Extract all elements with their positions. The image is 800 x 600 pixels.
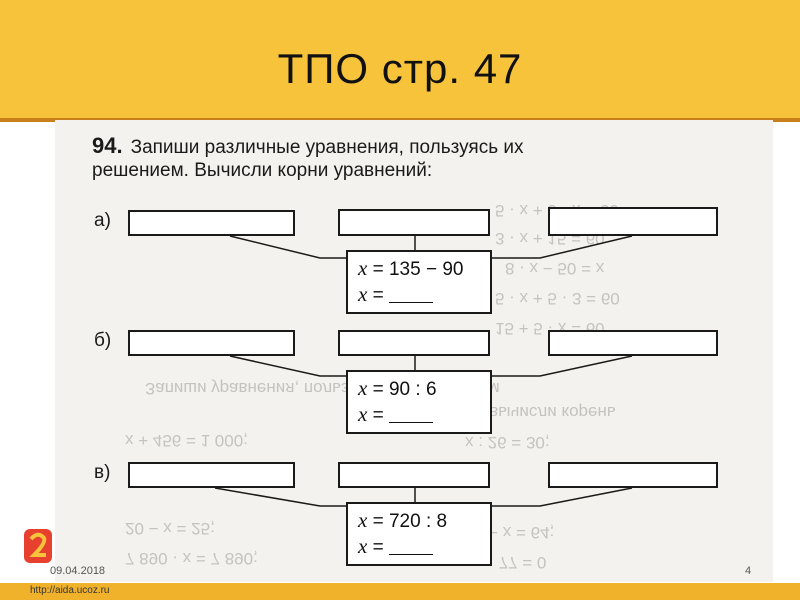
solution-b-line-2: =	[372, 405, 384, 426]
connector-c-right	[492, 487, 633, 507]
task-line-1: 94. Запиши различные уравнения, пользуясь…	[92, 134, 722, 160]
variable-x: x	[358, 534, 368, 558]
variable-x: x	[358, 402, 368, 426]
task-text-2: решением. Вычисли корни уравнений:	[92, 160, 433, 181]
solution-c-line-1: = 720 : 8	[372, 511, 448, 532]
row-label-a: а)	[94, 210, 111, 231]
site-logo-icon	[24, 529, 52, 563]
slide-title: ТПО стр. 47	[277, 45, 523, 92]
answer-box-a-left[interactable]	[128, 210, 295, 236]
connector-c-left	[214, 487, 346, 507]
connector-a-left	[229, 235, 346, 259]
blank-line[interactable]	[389, 540, 433, 555]
connector-b-left	[229, 355, 346, 377]
solution-box-a: x = 135 − 90 x =	[346, 250, 492, 314]
task-text-1: Запиши различные уравнения, пользуясь их	[130, 137, 524, 158]
answer-box-b-middle[interactable]	[338, 330, 490, 356]
answer-box-a-right[interactable]	[548, 207, 718, 236]
footer-bar	[0, 583, 800, 600]
answer-box-c-left[interactable]	[128, 462, 295, 488]
row-label-c: в)	[94, 462, 111, 483]
connector-a-right	[492, 235, 633, 259]
task-number: 94.	[92, 133, 123, 158]
slide-number: 4	[745, 565, 752, 577]
solution-box-c: x = 720 : 8 x =	[346, 502, 492, 566]
answer-box-b-right[interactable]	[548, 330, 718, 356]
title-bar: ТПО стр. 47	[0, 0, 800, 118]
variable-x: x	[358, 508, 368, 532]
answer-box-a-middle[interactable]	[338, 209, 490, 236]
blank-line[interactable]	[389, 408, 433, 423]
solution-box-b: x = 90 : 6 x =	[346, 370, 492, 434]
footer-url[interactable]: http://aida.ucoz.ru	[30, 585, 110, 596]
row-label-b: б)	[94, 330, 112, 351]
answer-box-c-right[interactable]	[548, 462, 718, 488]
blank-line[interactable]	[389, 288, 433, 303]
variable-x: x	[358, 376, 368, 400]
slide-date: 09.04.2018	[50, 565, 106, 577]
answer-box-b-left[interactable]	[128, 330, 295, 356]
solution-a-line-2: =	[372, 285, 384, 306]
variable-x: x	[358, 256, 368, 280]
answer-box-c-middle[interactable]	[338, 462, 490, 488]
solution-c-line-2: =	[372, 537, 384, 558]
solution-a-line-1: = 135 − 90	[372, 259, 464, 280]
variable-x: x	[358, 282, 368, 306]
connector-b-right	[492, 355, 633, 377]
solution-b-line-1: = 90 : 6	[372, 379, 437, 400]
